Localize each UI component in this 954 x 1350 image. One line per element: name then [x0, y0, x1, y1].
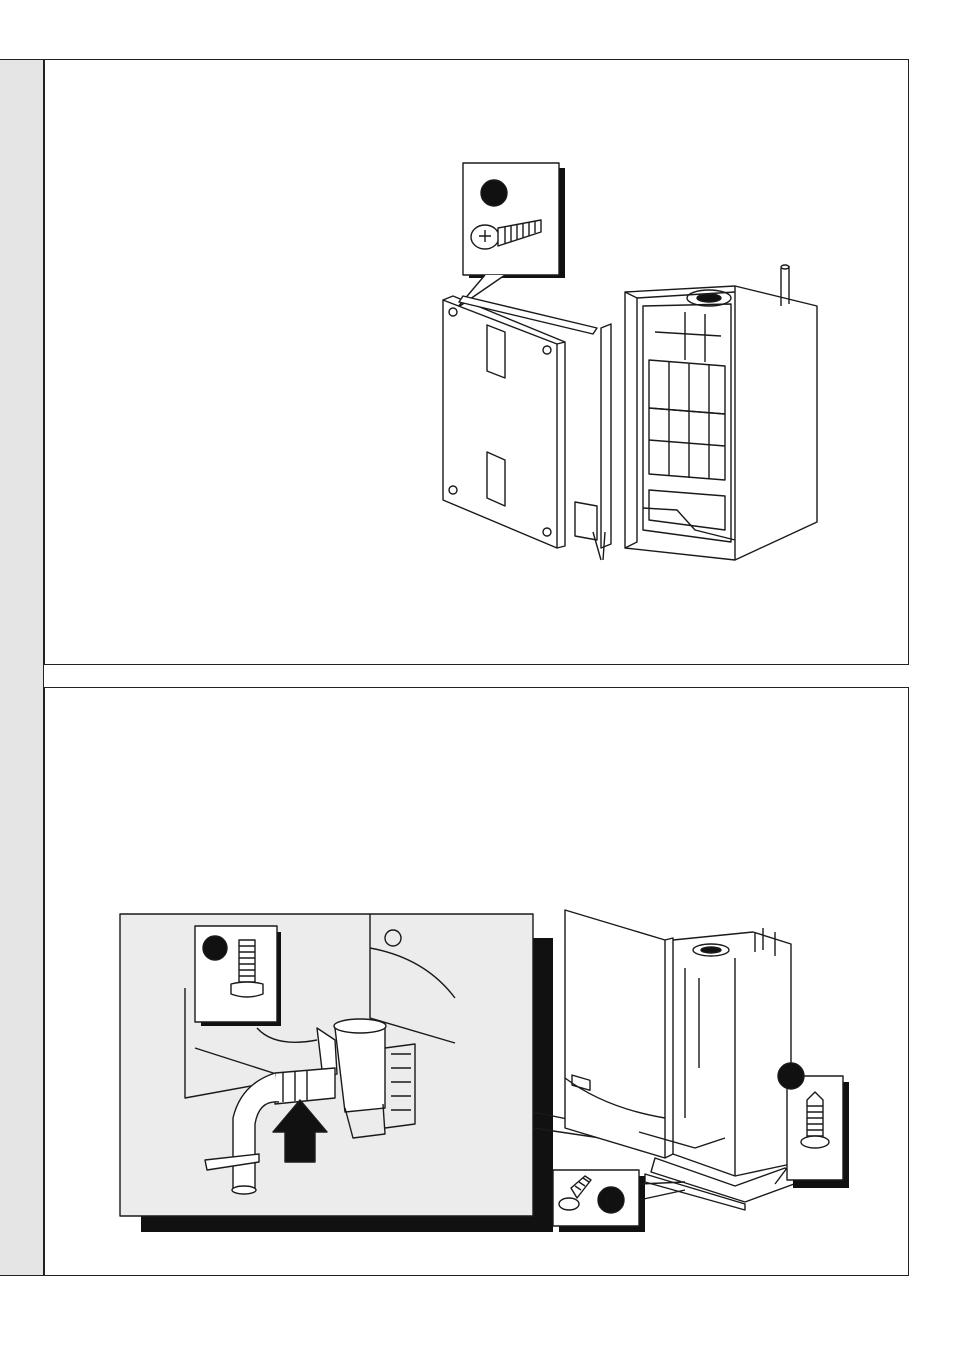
- boiler-body: [565, 910, 805, 1210]
- screw-callout-bottom: [553, 1170, 685, 1232]
- figure-top-illustration: [45, 60, 910, 666]
- callout-number-marker: [598, 1187, 624, 1213]
- screw-callout: [457, 163, 565, 308]
- callout-number-marker: [203, 936, 227, 960]
- figure-panel-bottom: [44, 687, 909, 1276]
- figure-panel-top: [44, 59, 909, 665]
- callout-number-marker: [778, 1063, 804, 1089]
- boiler-body: [625, 265, 817, 560]
- callout-number-marker: [481, 180, 507, 206]
- siphon-detail-inset: [120, 914, 553, 1232]
- side-tab-strip: [0, 59, 44, 1276]
- bolt-callout: [195, 926, 281, 1026]
- front-panel: [443, 296, 565, 548]
- screw-callout-right: [775, 1063, 849, 1188]
- figure-bottom-illustration: [45, 688, 910, 1277]
